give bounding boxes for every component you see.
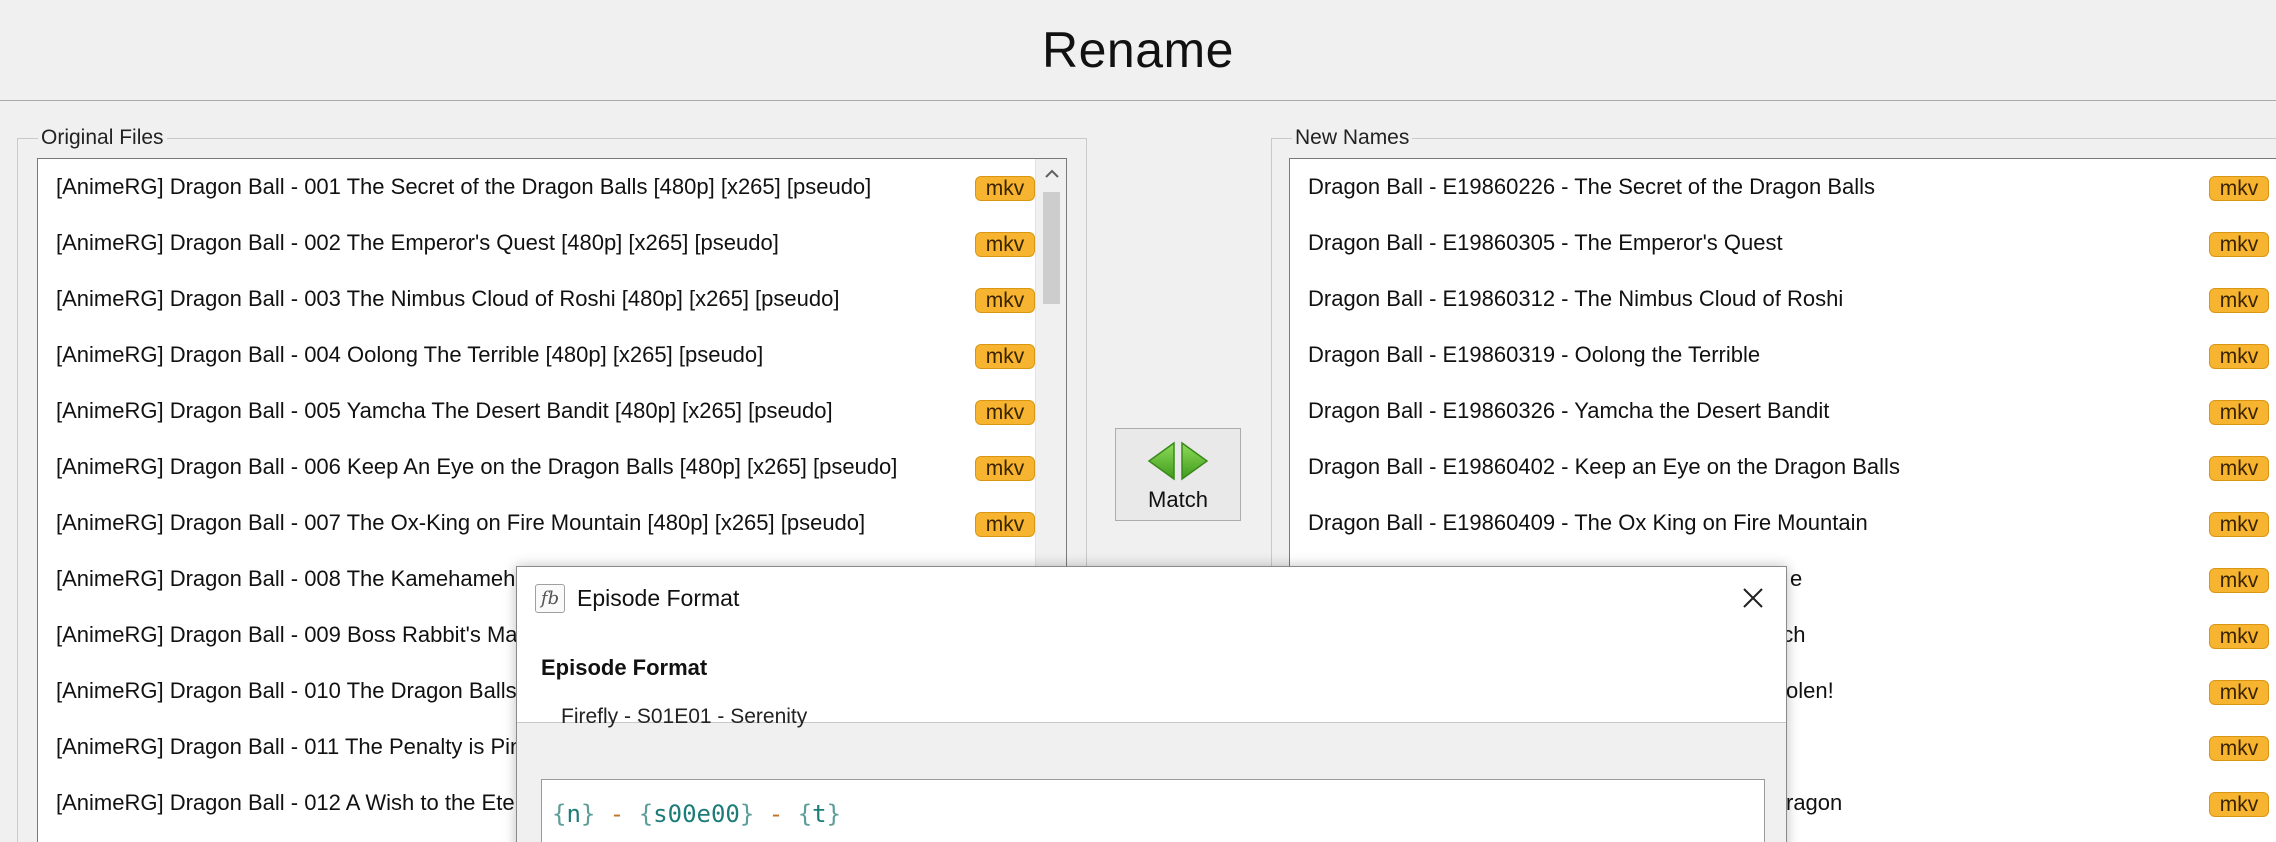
list-item[interactable]: Dragon Ball - E19860226 - The Secret of … — [1290, 159, 2276, 215]
file-name: [AnimeRG] Dragon Ball - 008 The Kamehame… — [56, 566, 555, 591]
new-name: olen! — [1786, 678, 1834, 703]
extension-badge: mkv — [2209, 344, 2269, 369]
token-separator: - — [595, 800, 639, 828]
list-item[interactable]: ragon mkv — [1290, 775, 2276, 831]
file-name: [AnimeRG] Dragon Ball - 006 Keep An Eye … — [56, 454, 898, 479]
extension-badge: mkv — [975, 288, 1035, 313]
list-item[interactable]: mkv — [1290, 719, 2276, 775]
list-item[interactable]: [AnimeRG] Dragon Ball - 005 Yamcha The D… — [38, 383, 1054, 439]
scroll-thumb[interactable] — [1043, 192, 1060, 304]
file-name: [AnimeRG] Dragon Ball - 004 Oolong The T… — [56, 342, 764, 367]
file-name: [AnimeRG] Dragon Ball - 010 The Dragon B… — [56, 678, 543, 703]
token-brace: { — [797, 800, 813, 828]
file-name: [AnimeRG] Dragon Ball - 001 The Secret o… — [56, 174, 872, 199]
token-brace: } — [580, 800, 596, 828]
extension-badge: mkv — [2209, 288, 2269, 313]
new-name: Dragon Ball - E19860326 - Yamcha the Des… — [1308, 398, 1830, 423]
match-arrows-icon — [1147, 441, 1209, 481]
token-brace: } — [826, 800, 842, 828]
dialog-title: Episode Format — [577, 585, 740, 611]
list-item[interactable]: olen! mkv — [1290, 663, 2276, 719]
list-item[interactable]: Dragon Ball - E19860312 - The Nimbus Clo… — [1290, 271, 2276, 327]
extension-badge: mkv — [975, 232, 1035, 257]
extension-badge: mkv — [2209, 624, 2269, 649]
dialog-header: fb Episode Format — [517, 567, 1786, 629]
token-variable: n — [566, 800, 581, 828]
list-item[interactable]: Dragon Ball - E19860326 - Yamcha the Des… — [1290, 383, 2276, 439]
new-name: Dragon Ball - E19860409 - The Ox King on… — [1308, 510, 1868, 535]
match-label: Match — [1148, 487, 1208, 512]
extension-badge: mkv — [2209, 680, 2269, 705]
episode-format-dialog: fb Episode Format Episode Format Firefly… — [516, 566, 1787, 842]
new-name: Dragon Ball - E19860402 - Keep an Eye on… — [1308, 454, 1900, 479]
title-bar: Rename — [0, 0, 2276, 101]
token-separator: - — [754, 800, 798, 828]
close-icon — [1743, 588, 1763, 608]
extension-badge: mkv — [2209, 792, 2269, 817]
file-name: [AnimeRG] Dragon Ball - 002 The Emperor'… — [56, 230, 779, 255]
token-variable: t — [812, 800, 827, 828]
new-name: e — [1790, 566, 1803, 591]
list-item[interactable]: Dragon Ball - E19860402 - Keep an Eye on… — [1290, 439, 2276, 495]
new-names-label: New Names — [1292, 126, 1413, 150]
token-variable: s00e00 — [653, 800, 740, 828]
list-item[interactable]: [AnimeRG] Dragon Ball - 001 The Secret o… — [38, 159, 1054, 215]
extension-badge: mkv — [975, 456, 1035, 481]
dialog-preview-area — [517, 629, 1786, 723]
list-item[interactable]: [AnimeRG] Dragon Ball - 004 Oolong The T… — [38, 327, 1054, 383]
file-name: [AnimeRG] Dragon Ball - 011 The Penalty … — [56, 734, 547, 759]
scroll-up-button[interactable] — [1036, 159, 1066, 189]
new-name: Dragon Ball - E19860312 - The Nimbus Clo… — [1308, 286, 1844, 311]
list-item[interactable]: [AnimeRG] Dragon Ball - 007 The Ox-King … — [38, 495, 1054, 551]
token-brace: { — [638, 800, 654, 828]
extension-badge: mkv — [975, 344, 1035, 369]
list-item[interactable]: [AnimeRG] Dragon Ball - 006 Keep An Eye … — [38, 439, 1054, 495]
file-name: [AnimeRG] Dragon Ball - 003 The Nimbus C… — [56, 286, 840, 311]
section-title: Episode Format — [541, 655, 708, 680]
token-brace: } — [739, 800, 755, 828]
extension-badge: mkv — [2209, 568, 2269, 593]
match-button[interactable]: Match — [1115, 428, 1241, 521]
file-name: [AnimeRG] Dragon Ball - 005 Yamcha The D… — [56, 398, 833, 423]
extension-badge: mkv — [2209, 456, 2269, 481]
extension-badge: mkv — [2209, 512, 2269, 537]
format-sample: Firefly - S01E01 - Serenity — [561, 705, 808, 728]
chevron-up-icon — [1044, 169, 1059, 178]
new-name: Dragon Ball - E19860226 - The Secret of … — [1308, 174, 1876, 199]
file-name: [AnimeRG] Dragon Ball - 012 A Wish to th… — [56, 790, 535, 815]
original-files-label: Original Files — [38, 126, 167, 150]
file-name: [AnimeRG] Dragon Ball - 009 Boss Rabbit'… — [56, 622, 546, 647]
list-item[interactable]: Dragon Ball - E19860319 - Oolong the Ter… — [1290, 327, 2276, 383]
extension-badge: mkv — [975, 176, 1035, 201]
extension-badge: mkv — [2209, 232, 2269, 257]
list-item[interactable]: uch mkv — [1290, 607, 2276, 663]
app-icon: fb — [535, 584, 565, 613]
extension-badge: mkv — [2209, 736, 2269, 761]
list-item[interactable]: Dragon Ball - E19860305 - The Emperor's … — [1290, 215, 2276, 271]
window-title: Rename — [1042, 22, 1234, 78]
extension-badge: mkv — [2209, 176, 2269, 201]
new-name: Dragon Ball - E19860319 - Oolong the Ter… — [1308, 342, 1761, 367]
format-expression-input[interactable]: {n} - {s00e00} - {t} — [541, 779, 1765, 842]
token-brace: { — [552, 800, 567, 828]
file-name: [AnimeRG] Dragon Ball - 007 The Ox-King … — [56, 510, 866, 535]
list-item[interactable]: [AnimeRG] Dragon Ball - 003 The Nimbus C… — [38, 271, 1054, 327]
new-name: ragon — [1786, 790, 1843, 815]
new-name: Dragon Ball - E19860305 - The Emperor's … — [1308, 230, 1783, 255]
list-item[interactable]: [AnimeRG] Dragon Ball - 002 The Emperor'… — [38, 215, 1054, 271]
extension-badge: mkv — [975, 400, 1035, 425]
extension-badge: mkv — [2209, 400, 2269, 425]
list-item[interactable]: Dragon Ball - E19860409 - The Ox King on… — [1290, 495, 2276, 551]
list-item[interactable]: e mkv — [1290, 551, 2276, 607]
extension-badge: mkv — [975, 512, 1035, 537]
close-button[interactable] — [1738, 583, 1768, 613]
